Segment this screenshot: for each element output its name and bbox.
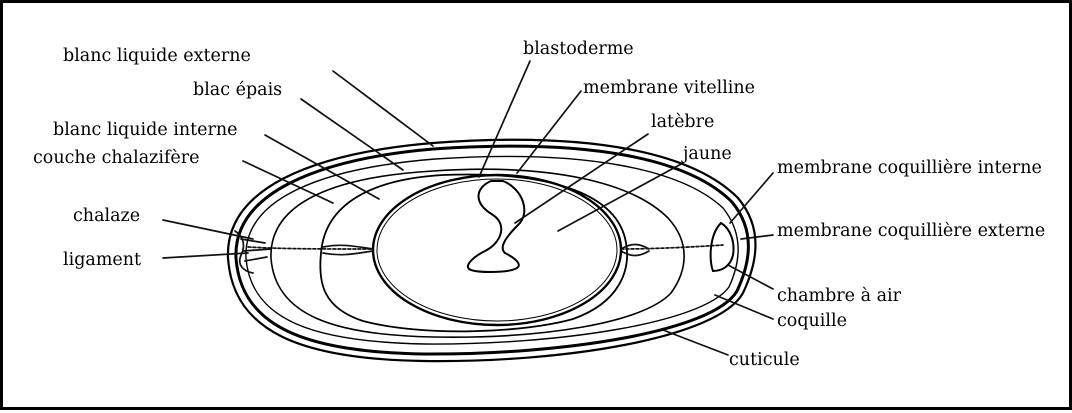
leader-chambre-a-air — [728, 265, 773, 289]
ligament-left — [235, 231, 271, 273]
leader-membrane-coquilliere-externe — [741, 235, 773, 239]
label-membrane-coquilliere-interne: membrane coquillière interne — [777, 158, 1042, 178]
label-blanc-epais: blac épais — [193, 80, 282, 100]
label-ligament: ligament — [63, 250, 141, 270]
leader-blastoderme — [479, 61, 530, 177]
leader-blanc-epais — [301, 99, 403, 170]
coquille-outline — [236, 146, 748, 354]
latebre-shape — [468, 181, 524, 272]
label-latebre: latèbre — [651, 112, 714, 132]
chambre-a-air-shape — [711, 223, 734, 271]
blanc-liquide-externe-boundary — [271, 169, 684, 337]
leader-blanc-liquide-interne — [265, 135, 379, 199]
label-cuticule: cuticule — [729, 350, 800, 370]
label-chalaze: chalaze — [73, 206, 140, 226]
label-jaune: jaune — [681, 144, 732, 164]
leader-membrane-vitelline — [517, 91, 581, 173]
label-blastoderme: blastoderme — [523, 39, 634, 59]
yolk — [373, 175, 621, 325]
label-membrane-vitelline: membrane vitelline — [583, 78, 755, 98]
label-chambre-a-air: chambre à air — [777, 286, 902, 306]
label-membrane-coquilliere-externe: membrane coquillière externe — [777, 221, 1045, 241]
leader-coquille — [715, 295, 773, 319]
leader-blanc-liquide-externe — [333, 71, 433, 146]
membrane-coquilliere-outline — [246, 156, 738, 344]
egg-diagram: blanc liquide externe blac épais blanc l… — [3, 3, 1072, 413]
chalaze-right — [621, 245, 723, 256]
leader-cuticule — [663, 330, 728, 355]
label-blanc-liquide-externe: blanc liquide externe — [63, 46, 251, 66]
label-blanc-liquide-interne: blanc liquide interne — [53, 120, 238, 140]
label-couche-chalazifere: couche chalazifère — [33, 148, 200, 168]
blanc-epais-boundary — [320, 175, 627, 332]
label-coquille: coquille — [777, 311, 847, 331]
egg-shell — [228, 140, 756, 361]
